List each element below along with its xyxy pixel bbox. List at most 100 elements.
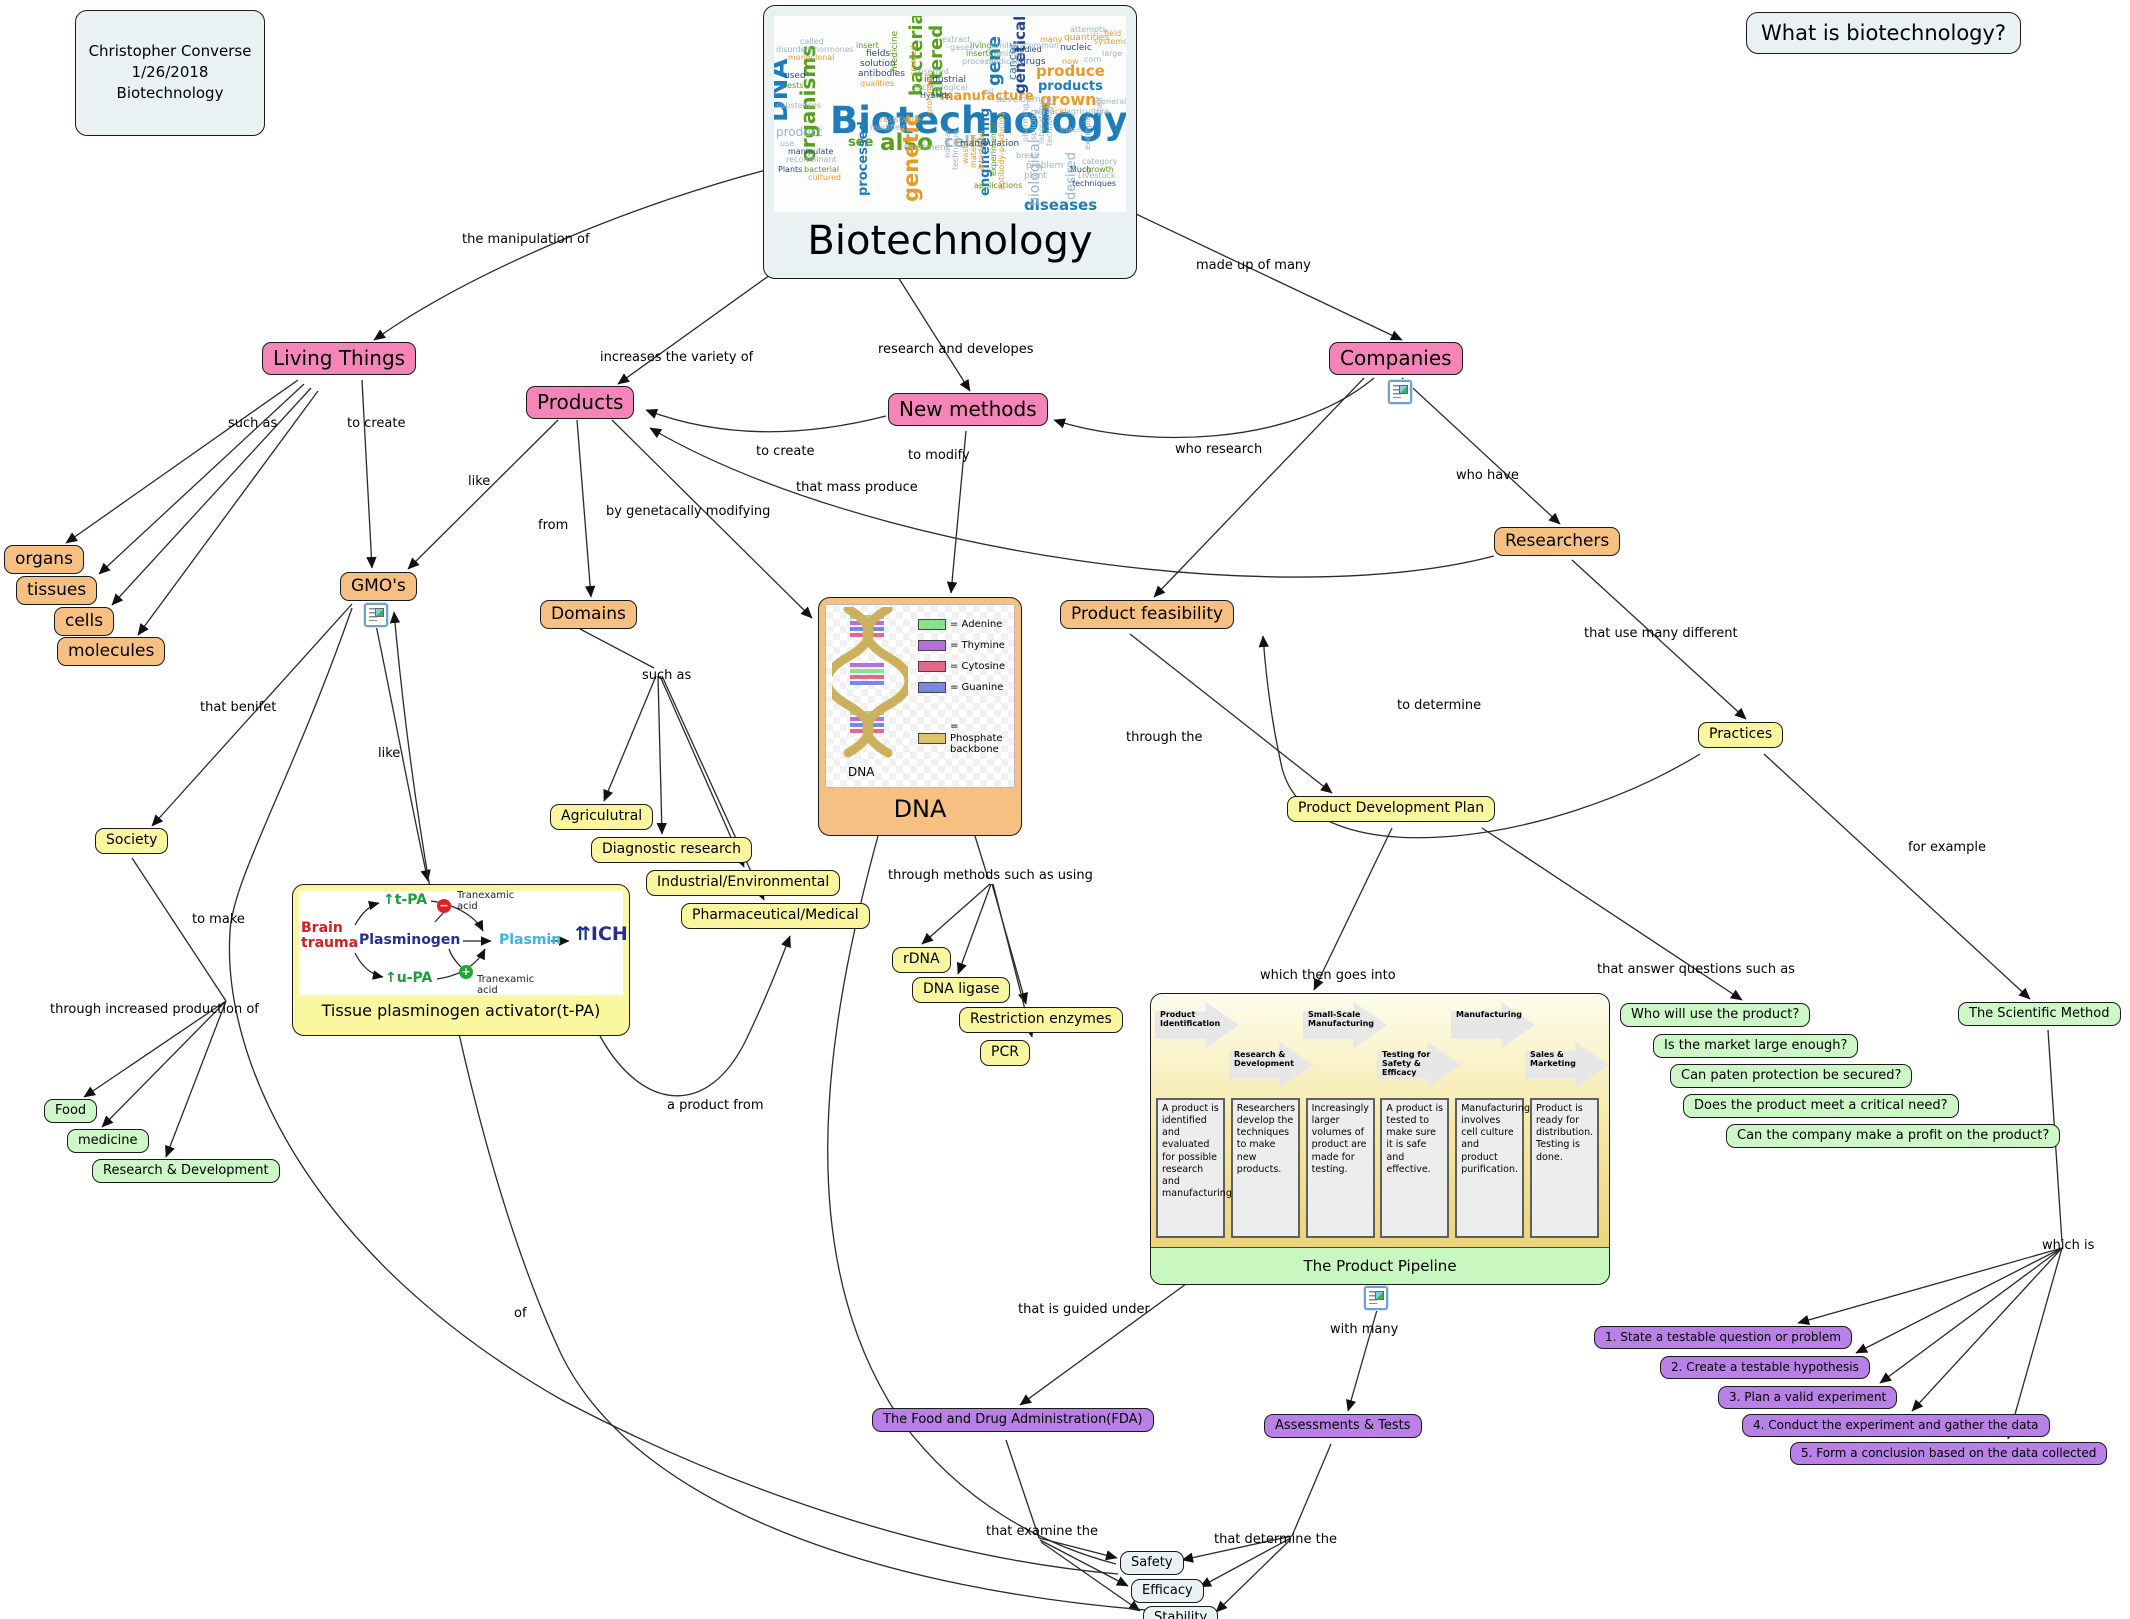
node-step-2[interactable]: 2. Create a testable hypothesis (1660, 1356, 1870, 1379)
edge-line (1040, 1541, 1141, 1612)
node-research-and-development[interactable]: Research & Development (92, 1159, 280, 1184)
edge-line (101, 1000, 227, 1128)
wordcloud-word: similarly (990, 41, 1024, 50)
companies-resource-icon[interactable] (1388, 380, 1412, 404)
edge-label: such as (642, 668, 692, 683)
edge-line (946, 430, 967, 594)
node-tissues[interactable]: tissues (16, 576, 98, 606)
wordcloud-word: inserted (916, 67, 949, 76)
tpa-node[interactable]: Brain trauma ↑t-PA Plasminogen Plasmin ⇈… (292, 884, 630, 1036)
wordcloud-word: studied (1012, 45, 1042, 54)
focus-question-box[interactable]: What is biotechnology? (1746, 12, 2022, 54)
edge-line (579, 628, 655, 669)
node-industrial-environmental[interactable]: Industrial/Environmental (646, 870, 841, 896)
node-scientific-method[interactable]: The Scientific Method (1958, 1002, 2121, 1027)
node-molecules[interactable]: molecules (57, 637, 166, 667)
pipeline-stage-label: Small-Scale Manufacturing (1308, 1010, 1374, 1029)
edge-label: such as (228, 416, 278, 431)
edge-line (1571, 559, 1747, 720)
node-food[interactable]: Food (44, 1099, 98, 1124)
node-products[interactable]: Products (526, 386, 635, 419)
biotechnology-title: Biotechnology (807, 218, 1093, 264)
pipeline-stage-label: Product Identification (1160, 1010, 1221, 1029)
wordcloud-word: general (1096, 97, 1126, 106)
node-companies[interactable]: Companies (1329, 342, 1463, 375)
edge-label: by genetacally modifying (606, 504, 771, 519)
dna-legend-swatch (918, 619, 946, 631)
node-step-1[interactable]: 1. State a testable question or problem (1594, 1326, 1852, 1349)
pipeline-resource-icon[interactable] (1364, 1286, 1388, 1310)
node-agriculutral[interactable]: Agriculutral (550, 804, 654, 830)
node-q-market[interactable]: Is the market large enough? (1653, 1034, 1859, 1059)
node-medicine[interactable]: medicine (67, 1129, 149, 1154)
wordcloud-word: Hybrids (920, 91, 951, 100)
node-step-5[interactable]: 5. Form a conclusion based on the data c… (1790, 1442, 2108, 1465)
node-new-methods[interactable]: New methods (888, 393, 1048, 426)
wordcloud-word: antibody-producing (997, 112, 1006, 190)
node-safety[interactable]: Safety (1120, 1551, 1184, 1576)
node-step-3[interactable]: 3. Plan a valid experiment (1718, 1386, 1898, 1409)
pipeline-stage-description: A product is tested to make sure it is s… (1380, 1098, 1450, 1238)
node-society[interactable]: Society (95, 828, 169, 854)
edge-line (131, 857, 227, 1002)
edge-label: who research (1175, 442, 1263, 457)
node-restriction-enzymes[interactable]: Restriction enzymes (959, 1007, 1123, 1033)
edge-line (1129, 633, 1333, 794)
node-efficacy[interactable]: Efficacy (1131, 1579, 1204, 1604)
gmos-resource-icon[interactable] (364, 603, 388, 627)
node-stability[interactable]: Stability (1143, 1606, 1219, 1619)
edge-label: through methods such as using (888, 868, 1093, 883)
node-researchers[interactable]: Researchers (1494, 527, 1621, 557)
author-name: Christopher Converse (88, 42, 252, 60)
wordcloud-word: desired (1064, 152, 1079, 200)
wordcloud-word: insert (856, 41, 879, 50)
node-product-development-plan[interactable]: Product Development Plan (1287, 796, 1496, 822)
node-q-patent[interactable]: Can paten protection be secured? (1670, 1064, 1913, 1089)
node-living-things[interactable]: Living Things (262, 342, 417, 375)
edge-line (389, 611, 1147, 1611)
edge-line (661, 675, 765, 901)
wordcloud-word: DNA (774, 58, 794, 122)
node-dna-ligase[interactable]: DNA ligase (912, 977, 1011, 1003)
node-domains[interactable]: Domains (540, 600, 637, 630)
node-organs[interactable]: organs (4, 545, 84, 575)
wordcloud-word: product (776, 125, 823, 139)
wordcloud-word: growth (1086, 165, 1114, 174)
wordcloud-word: modified (870, 123, 906, 132)
wordcloud-word: Biotechnology (830, 99, 1126, 142)
edge-label: of (514, 1306, 527, 1321)
wordcloud-word: qualities (860, 79, 894, 88)
node-rdna[interactable]: rDNA (892, 947, 951, 973)
node-gmos[interactable]: GMO's (340, 572, 417, 602)
node-cells[interactable]: cells (54, 607, 115, 637)
node-step-4[interactable]: 4. Conduct the experiment and gather the… (1742, 1414, 2050, 1437)
node-pharmaceutical-medical[interactable]: Pharmaceutical/Medical (681, 903, 870, 929)
node-practices[interactable]: Practices (1698, 722, 1784, 748)
edge-line (1019, 1283, 1187, 1406)
node-pcr[interactable]: PCR (980, 1040, 1030, 1066)
wordcloud-word: monoclonal (788, 53, 835, 62)
edge-label: from (538, 518, 569, 533)
wordcloud-word: Plants (778, 165, 803, 174)
edge-line (1005, 1439, 1040, 1539)
wordcloud-word: agriculture (1066, 107, 1110, 116)
edge-line (83, 1000, 227, 1098)
node-diagnostic-research[interactable]: Diagnostic research (591, 837, 752, 863)
dna-node[interactable]: DNA = Adenine= Thymine= Cytosine= Guanin… (818, 597, 1022, 836)
dna-legend-label: = Cytosine (950, 661, 1005, 672)
node-q-need[interactable]: Does the product meet a critical need? (1683, 1094, 1959, 1119)
node-q-profit[interactable]: Can the company make a profit on the pro… (1726, 1124, 2061, 1149)
author-info-box[interactable]: Christopher Converse 1/26/2018 Biotechno… (75, 10, 265, 136)
node-product-feasibility[interactable]: Product feasibility (1060, 600, 1235, 630)
dna-legend-item: = Cytosine (918, 661, 1005, 673)
node-q-who[interactable]: Who will use the product? (1620, 1003, 1811, 1028)
node-assessments-tests[interactable]: Assessments & Tests (1264, 1414, 1422, 1439)
edge-label: increases the variety of (600, 350, 754, 365)
edge-label: to create (756, 444, 815, 459)
wordcloud-word: nucleic (1060, 43, 1092, 53)
node-fda[interactable]: The Food and Drug Administration(FDA) (872, 1408, 1154, 1433)
pipeline-stage-description: Product is ready for distribution. Testi… (1530, 1098, 1599, 1238)
dna-node-title: DNA (893, 795, 947, 823)
